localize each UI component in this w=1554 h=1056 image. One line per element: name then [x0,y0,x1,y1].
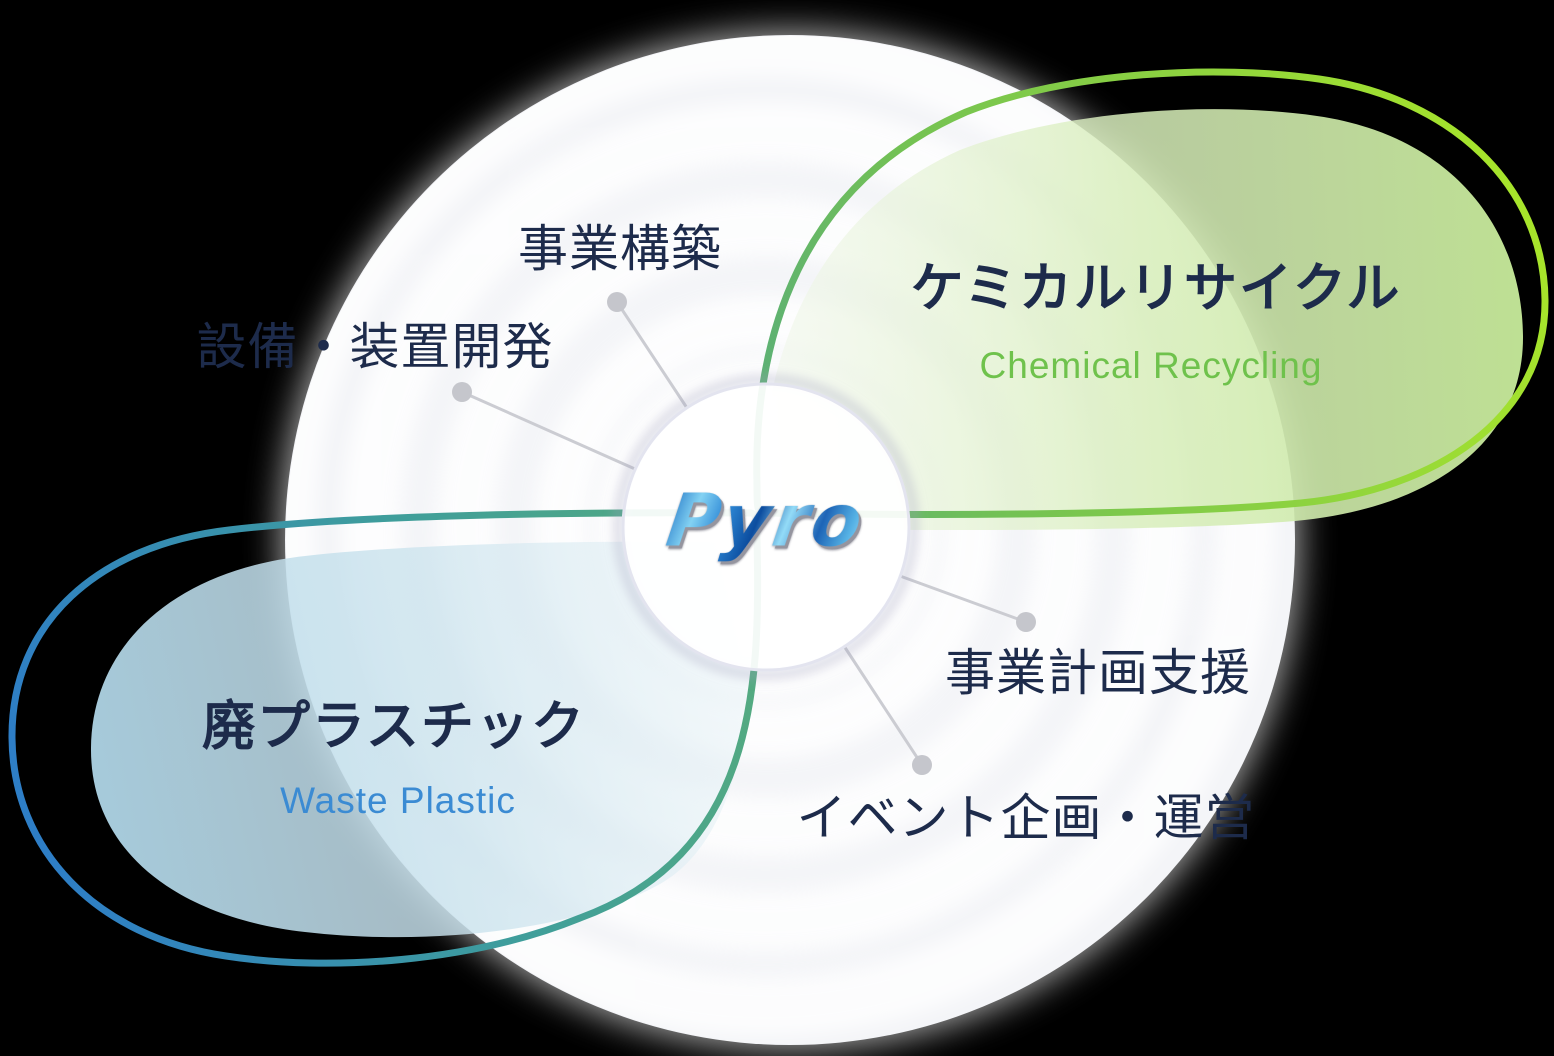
hub-halo [613,374,919,680]
dot-event-planning [912,755,932,775]
chemical-bubble-title: ケミカルリサイクル [910,259,1402,318]
connector-event-planning [842,644,924,767]
hub-circle [621,382,911,672]
connector-dots [452,292,1036,775]
waste-bubble-subtitle: Waste Plastic [280,780,516,821]
waste-bubble-fill [90,541,756,938]
pyro-logo: Pyro [661,478,871,563]
connector-business-build [615,300,689,410]
chemical-bubble-subtitle: Chemical Recycling [979,345,1323,386]
connector-planning-support [898,574,1028,624]
waste-bubble-title: 廃プラスチック [202,697,586,756]
connector-lines [460,300,1028,767]
label-event-planning: イベント企画・運営 [796,790,1256,846]
label-planning-support: 事業計画支援 [945,645,1251,701]
dot-business-build [607,292,627,312]
connector-equipment-dev [460,390,637,471]
dot-equipment-dev [452,382,472,402]
label-equipment-dev: 設備・装置開発 [196,319,554,375]
dot-planning-support [1016,612,1036,632]
chemical-bubble-fill [759,109,1524,531]
label-business-build: 事業構築 [518,221,722,277]
